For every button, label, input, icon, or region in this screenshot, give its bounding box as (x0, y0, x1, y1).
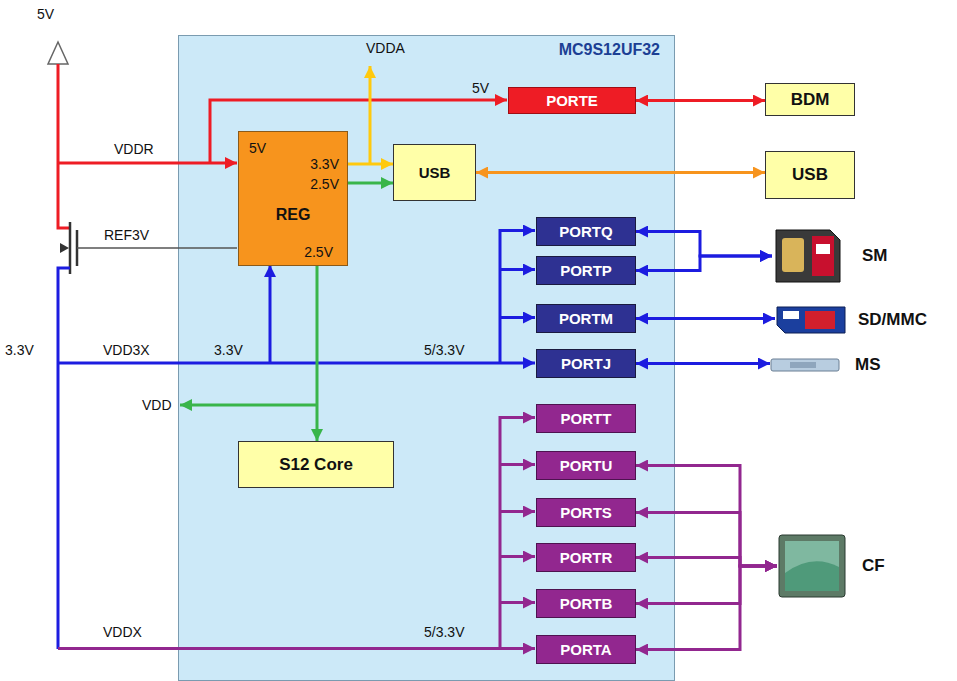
signal-label: VDDR (114, 141, 154, 157)
power-wire (500, 555, 535, 558)
transistor-symbol (69, 222, 72, 274)
transistor-symbol (60, 243, 69, 253)
power-wire (180, 404, 316, 407)
power-wire (58, 362, 535, 365)
voltage-label: 2.5V (310, 176, 339, 192)
block-name: PORTR (560, 549, 613, 566)
memory-card: CF (777, 533, 847, 599)
memory-card: MS (770, 357, 840, 373)
block-name: PORTQ (559, 223, 612, 240)
voltage-label: 2.5V (304, 244, 333, 260)
power-wire (269, 265, 272, 363)
signal-connector (636, 256, 772, 271)
signal-label: VDD (142, 397, 172, 413)
block-name: S12 Core (279, 455, 353, 475)
block-name: PORTS (560, 504, 612, 521)
block-name: PORTJ (561, 355, 611, 372)
signal-label: VDDX (103, 624, 142, 640)
card-name: SM (862, 246, 888, 266)
chip-name: MC9S12UF32 (559, 41, 660, 59)
block-name: PORTA (560, 641, 611, 658)
power-wire (500, 316, 535, 319)
power-wire (500, 510, 535, 513)
signal-connector (636, 566, 777, 604)
block-name: PORTM (559, 310, 613, 327)
usb-module-box: USB (393, 144, 476, 201)
signal-label: REF3V (104, 227, 149, 243)
signal-label: 3.3V (5, 342, 34, 358)
power-wire (500, 601, 535, 604)
port-box: PORTM (536, 304, 636, 333)
power-wire (58, 647, 535, 650)
signal-connector (636, 566, 777, 650)
voltage-label: 5V (249, 140, 266, 156)
port-box: PORTR (536, 543, 636, 572)
card-illustration (777, 533, 847, 599)
external-box: BDM (765, 83, 855, 116)
memory-card: SM (772, 226, 844, 286)
supply-symbol (48, 42, 68, 64)
block-name: PORTT (561, 410, 612, 427)
block-name: USB (792, 165, 828, 185)
card-name: SD/MMC (858, 310, 927, 330)
core-box: S12 Core (238, 441, 394, 488)
block-name: REG (239, 206, 347, 224)
signal-label: 5V (37, 6, 54, 22)
block-name: PORTU (560, 457, 613, 474)
port-box: PORTT (536, 404, 636, 433)
power-wire (500, 268, 535, 271)
signal-label: 5V (472, 80, 489, 96)
port-box: PORTS (536, 498, 636, 527)
regulator-box: 5V 3.3V 2.5V REG 2.5V (238, 131, 348, 266)
power-wire (58, 64, 70, 228)
port-box: PORTJ (536, 349, 636, 378)
power-wire (500, 231, 535, 364)
power-wire (500, 418, 535, 649)
memory-card: SD/MMC (775, 305, 847, 335)
card-name: CF (862, 556, 885, 576)
signal-connector (316, 266, 319, 441)
signal-label: 5/3.3V (424, 624, 464, 640)
port-box: PORTP (536, 256, 636, 285)
signal-connector (636, 99, 765, 102)
signal-label: 3.3V (214, 342, 243, 358)
port-box: PORTB (536, 589, 636, 618)
signal-connector (636, 317, 775, 320)
signal-connector (636, 362, 770, 365)
signal-connector (348, 182, 393, 185)
block-name: PORTB (560, 595, 613, 612)
signal-connector (348, 163, 393, 166)
power-wire (210, 100, 507, 163)
block-name: PORTP (560, 262, 612, 279)
block-name: BDM (791, 90, 830, 110)
external-box: USB (765, 151, 855, 199)
port-box: PORTQ (536, 217, 636, 246)
reference-wire (77, 247, 237, 249)
block-name: USB (419, 164, 451, 181)
signal-label: 5/3.3V (424, 342, 464, 358)
power-wire (369, 66, 372, 163)
card-illustration (770, 357, 840, 373)
signal-connector (636, 513, 777, 567)
signal-label: VDD3X (103, 342, 150, 358)
power-wire (58, 268, 70, 649)
card-illustration (775, 305, 847, 335)
port-box: PORTE (508, 87, 636, 114)
port-box: PORTA (536, 635, 636, 664)
card-name: MS (855, 355, 881, 375)
signal-connector (636, 466, 777, 567)
voltage-label: 3.3V (310, 156, 339, 172)
signal-connector (636, 232, 772, 257)
signal-connector (476, 171, 765, 174)
block-name: PORTE (546, 92, 598, 109)
signal-label: VDDA (366, 40, 405, 56)
card-illustration (772, 226, 844, 286)
power-wire (500, 463, 535, 466)
port-box: PORTU (536, 451, 636, 480)
